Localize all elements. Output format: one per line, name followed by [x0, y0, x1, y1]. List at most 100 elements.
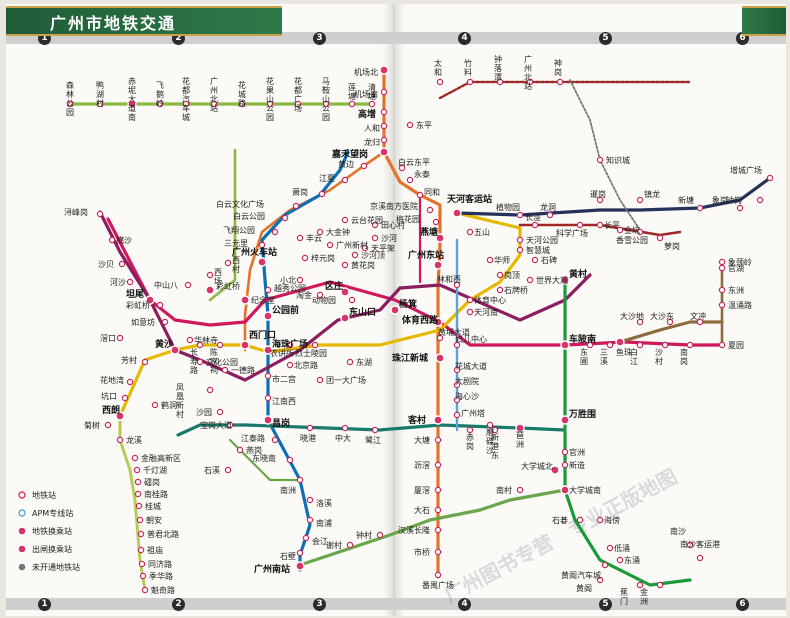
- station-marker-s161[interactable]: [531, 221, 539, 229]
- station-marker-s64[interactable]: [433, 415, 443, 425]
- station-marker-s41[interactable]: [398, 164, 406, 172]
- station-marker-s66[interactable]: [434, 461, 442, 469]
- station-marker-s125[interactable]: [616, 556, 624, 564]
- station-marker-s101[interactable]: [615, 337, 625, 347]
- station-marker-s170[interactable]: [135, 502, 143, 510]
- station-marker-s149[interactable]: [466, 78, 474, 86]
- station-marker-s119[interactable]: [376, 531, 384, 539]
- station-marker-s76[interactable]: [170, 345, 180, 355]
- station-marker-s31[interactable]: [264, 394, 272, 402]
- station-marker-s91[interactable]: [126, 278, 134, 286]
- station-marker-s173[interactable]: [137, 546, 145, 554]
- station-marker-s73[interactable]: [121, 394, 129, 402]
- station-marker-s130[interactable]: [696, 554, 704, 562]
- station-marker-s46[interactable]: [435, 233, 445, 243]
- station-marker-s147[interactable]: [406, 121, 414, 129]
- station-marker-s198[interactable]: [316, 228, 324, 236]
- station-marker-s2[interactable]: [96, 100, 104, 108]
- station-marker-s12[interactable]: [368, 100, 376, 108]
- station-marker-s75[interactable]: [141, 358, 149, 366]
- station-marker-s148[interactable]: [436, 78, 444, 86]
- station-marker-s132[interactable]: [756, 196, 764, 204]
- station-marker-s35[interactable]: [296, 476, 304, 484]
- station-marker-s165[interactable]: [516, 246, 524, 254]
- station-marker-s121[interactable]: [561, 461, 569, 469]
- station-marker-s54[interactable]: [433, 260, 443, 270]
- station-marker-s83[interactable]: [390, 305, 400, 315]
- station-marker-s191[interactable]: [240, 295, 250, 305]
- station-marker-s61[interactable]: [453, 381, 461, 389]
- station-marker-s167[interactable]: [133, 466, 141, 474]
- station-marker-s154[interactable]: [596, 221, 604, 229]
- station-marker-s6[interactable]: [210, 100, 218, 108]
- station-marker-s78[interactable]: [216, 341, 224, 349]
- station-marker-s23[interactable]: [281, 214, 289, 222]
- station-marker-s22[interactable]: [292, 202, 300, 210]
- station-marker-s158[interactable]: [576, 221, 584, 229]
- station-marker-s86[interactable]: [560, 415, 570, 425]
- station-marker-s143[interactable]: [606, 341, 614, 349]
- station-marker-s26[interactable]: [257, 257, 267, 267]
- station-marker-s27[interactable]: [264, 286, 272, 294]
- station-marker-s60[interactable]: [453, 366, 461, 374]
- station-marker-s32[interactable]: [263, 415, 273, 425]
- station-marker-s29[interactable]: [263, 345, 273, 355]
- station-marker-s110[interactable]: [371, 426, 379, 434]
- station-marker-s102[interactable]: [636, 318, 644, 326]
- station-marker-s36[interactable]: [306, 496, 314, 504]
- station-marker-s123[interactable]: [596, 516, 604, 524]
- station-marker-s18[interactable]: [379, 147, 389, 157]
- station-marker-s188[interactable]: [224, 466, 232, 474]
- station-marker-s193[interactable]: [371, 234, 379, 242]
- station-marker-s30[interactable]: [264, 372, 272, 380]
- station-marker-s33[interactable]: [271, 436, 279, 444]
- station-marker-s122[interactable]: [576, 516, 584, 524]
- station-marker-s16[interactable]: [380, 122, 388, 130]
- station-marker-s135[interactable]: [718, 264, 726, 272]
- station-marker-s21[interactable]: [318, 190, 326, 198]
- station-marker-s164[interactable]: [526, 276, 534, 284]
- station-marker-s180[interactable]: [186, 336, 194, 344]
- station-marker-s44[interactable]: [426, 206, 434, 214]
- station-marker-s182[interactable]: [221, 366, 229, 374]
- station-marker-s160[interactable]: [546, 211, 554, 219]
- station-marker-s183[interactable]: [286, 361, 294, 369]
- station-marker-s98[interactable]: [348, 296, 356, 304]
- station-marker-s7[interactable]: [238, 100, 246, 108]
- station-marker-s24[interactable]: [271, 228, 279, 236]
- station-marker-s51[interactable]: [496, 286, 504, 294]
- station-marker-s43[interactable]: [416, 191, 424, 199]
- station-marker-s48[interactable]: [466, 228, 474, 236]
- station-marker-s174[interactable]: [138, 560, 146, 568]
- station-marker-s79[interactable]: [240, 340, 250, 350]
- station-marker-s13[interactable]: [379, 65, 389, 75]
- station-marker-s199[interactable]: [341, 216, 349, 224]
- station-marker-s166[interactable]: [131, 454, 139, 462]
- station-marker-s4[interactable]: [156, 100, 164, 108]
- station-marker-s68[interactable]: [434, 506, 442, 514]
- station-marker-s99[interactable]: [316, 291, 324, 299]
- station-marker-s67[interactable]: [434, 486, 442, 494]
- station-marker-s140[interactable]: [686, 341, 694, 349]
- station-marker-s136[interactable]: [718, 286, 726, 294]
- station-marker-s113[interactable]: [466, 426, 474, 434]
- station-marker-s19[interactable]: [360, 162, 368, 170]
- station-marker-s127[interactable]: [596, 576, 604, 584]
- station-marker-s106[interactable]: [216, 408, 224, 416]
- station-marker-s49[interactable]: [486, 256, 494, 264]
- station-marker-s107[interactable]: [226, 421, 234, 429]
- station-marker-s11[interactable]: [348, 100, 356, 108]
- station-marker-s133[interactable]: [736, 204, 744, 212]
- station-marker-s120[interactable]: [346, 541, 354, 549]
- station-marker-s100[interactable]: [296, 276, 304, 284]
- station-marker-s59[interactable]: [435, 353, 445, 363]
- station-marker-s157[interactable]: [596, 196, 604, 204]
- station-marker-s77[interactable]: [196, 341, 204, 349]
- station-marker-s8[interactable]: [266, 100, 274, 108]
- station-marker-s187[interactable]: [156, 301, 164, 309]
- station-marker-s28[interactable]: [263, 311, 273, 321]
- station-marker-s93[interactable]: [116, 334, 124, 342]
- station-marker-s124[interactable]: [606, 544, 614, 552]
- station-marker-s138[interactable]: [718, 258, 726, 266]
- station-marker-s144[interactable]: [586, 341, 594, 349]
